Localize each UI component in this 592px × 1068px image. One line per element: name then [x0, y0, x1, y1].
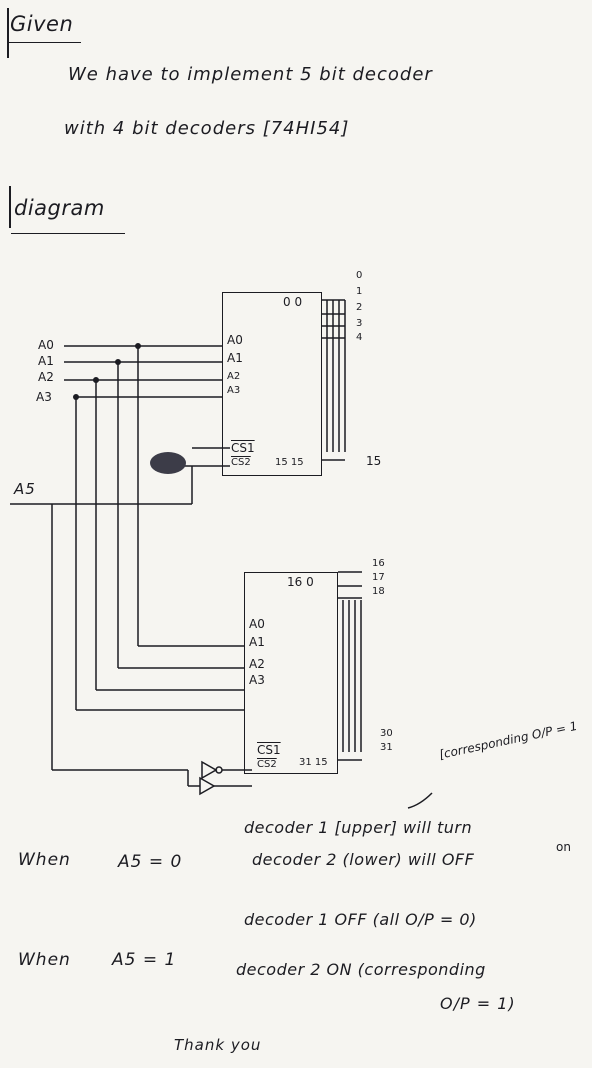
lower-output-label-18: 18 — [372, 586, 385, 597]
when-1-condition: A5 = 0 — [118, 852, 183, 872]
when-2-line-3: O/P = 1) — [440, 994, 516, 1013]
decoder-upper-cs2: CS2 — [231, 457, 251, 468]
upper-output-label-0: 0 — [356, 270, 363, 281]
decoder-lower-pin-a0: A0 — [249, 617, 265, 631]
decoder-upper-bottom-output: 15 15 — [275, 457, 304, 468]
upper-output-label-1: 1 — [356, 286, 363, 297]
closing-text: Thank you — [174, 1036, 262, 1054]
problem-line-1: We have to implement 5 bit decoder — [68, 64, 433, 85]
input-label-a0: A0 — [38, 338, 54, 352]
when-1-line-2: decoder 2 (lower) will OFF — [252, 850, 475, 869]
upper-output-label-4: 4 — [356, 332, 363, 343]
lower-output-label-17: 17 — [372, 572, 385, 583]
lower-output-label-31: 31 — [380, 742, 393, 753]
decoder-lower-pin-a2: A2 — [249, 657, 265, 671]
when-2-line-1: decoder 1 OFF (all O/P = 0) — [244, 910, 477, 929]
when-1-label: When — [18, 850, 71, 870]
input-label-a3: A3 — [36, 390, 52, 404]
input-label-a1: A1 — [38, 354, 54, 368]
ink-smudge — [150, 452, 186, 474]
input-label-a2: A2 — [38, 370, 54, 384]
heading-given: Given — [10, 12, 74, 36]
heading-given-underline — [9, 42, 81, 43]
decoder-upper-cs1: CS1 — [231, 441, 255, 455]
when-2-line-2: decoder 2 ON (corresponding — [236, 960, 486, 979]
upper-output-label-3: 3 — [356, 318, 363, 329]
lower-output-label-16: 16 — [372, 558, 385, 569]
when-2-label: When — [18, 950, 71, 970]
decoder-lower-bottom-output: 31 15 — [299, 757, 328, 768]
decoder-lower: A0 A1 A2 A3 CS1 CS2 16 0 31 15 — [244, 572, 338, 774]
heading-diagram-underline — [11, 233, 125, 234]
decoder-upper-pin-a2: A2 — [227, 371, 241, 382]
when-1-annotation: on — [556, 840, 571, 854]
heading-diagram: diagram — [14, 196, 105, 220]
decoder-lower-pin-a1: A1 — [249, 635, 265, 649]
decoder-lower-top-output: 16 0 — [287, 575, 314, 589]
input-label-a5: A5 — [14, 480, 36, 498]
decoder-upper-pin-a3: A3 — [227, 385, 241, 396]
decoder-upper-pin-a1: A1 — [227, 351, 243, 365]
lower-output-label-30: 30 — [380, 728, 393, 739]
when-2-condition: A5 = 1 — [112, 950, 177, 970]
decoder-lower-cs1: CS1 — [257, 743, 281, 757]
upper-output-label-15: 15 — [366, 454, 382, 468]
when-1-line-1: decoder 1 [upper] will turn — [244, 818, 473, 837]
decoder-lower-pin-a3: A3 — [249, 673, 265, 687]
decoder-upper-top-output: 0 0 — [283, 295, 303, 309]
margin-mark — [7, 8, 9, 58]
decoder-upper-pin-a0: A0 — [227, 333, 243, 347]
problem-line-2: with 4 bit decoders [74HI54] — [64, 118, 350, 139]
decoder-upper: A0 A1 A2 A3 CS1 CS2 0 0 15 15 — [222, 292, 322, 476]
margin-mark — [9, 186, 11, 228]
upper-output-label-2: 2 — [356, 302, 363, 313]
decoder-lower-cs2: CS2 — [257, 759, 277, 770]
